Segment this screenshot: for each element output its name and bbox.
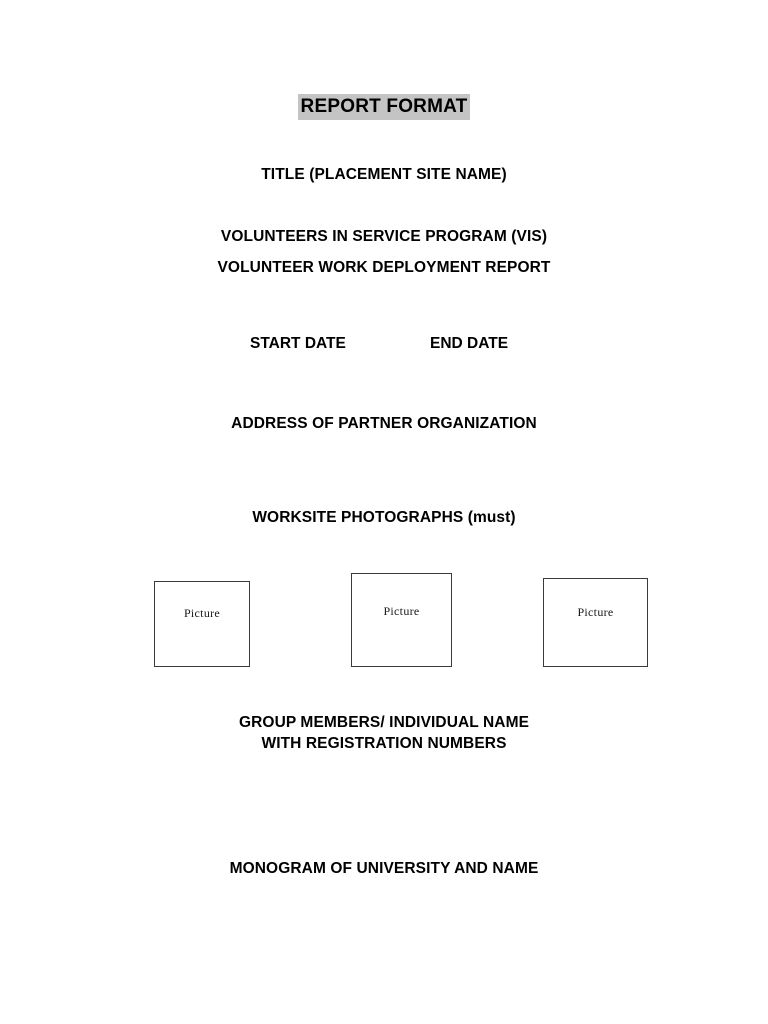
group-members-line-1: GROUP MEMBERS/ INDIVIDUAL NAME	[238, 714, 530, 731]
picture-placeholder-1[interactable]: Picture	[154, 581, 250, 667]
group-members-line-2: WITH REGISTRATION NUMBERS	[261, 735, 507, 752]
monogram-label: MONOGRAM OF UNIVERSITY AND NAME	[229, 860, 539, 877]
partner-address-label: ADDRESS OF PARTNER ORGANIZATION	[231, 415, 537, 432]
page-title: REPORT FORMAT	[0, 94, 768, 120]
picture-placeholder-3[interactable]: Picture	[543, 578, 648, 667]
report-name: VOLUNTEER WORK DEPLOYMENT REPORT	[217, 259, 551, 276]
picture-placeholder-label: Picture	[577, 605, 614, 619]
date-row: START DATE END DATE	[0, 322, 768, 352]
picture-placeholder-label: Picture	[183, 606, 221, 620]
page-title-highlight: REPORT FORMAT	[297, 94, 471, 120]
start-date-label: START DATE	[250, 335, 346, 352]
end-date-label: END DATE	[430, 335, 509, 352]
picture-placeholder-label: Picture	[383, 604, 420, 618]
placement-site-title: TITLE (PLACEMENT SITE NAME)	[261, 166, 507, 183]
worksite-photographs-label: WORKSITE PHOTOGRAPHS (must)	[252, 509, 516, 526]
program-name: VOLUNTEERS IN SERVICE PROGRAM (VIS)	[220, 228, 548, 245]
picture-placeholder-2[interactable]: Picture	[351, 573, 452, 667]
